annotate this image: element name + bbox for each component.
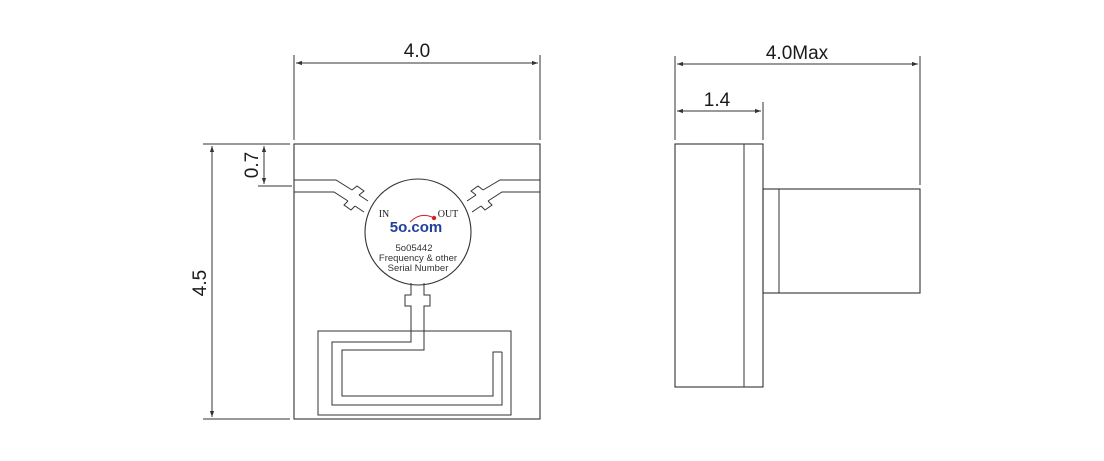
logo-dot	[431, 215, 437, 221]
out-trace	[466, 179, 540, 213]
in-trace	[294, 179, 369, 213]
bottom-trace	[317, 283, 512, 416]
logo-swoosh	[409, 214, 433, 223]
component-body-outline	[293, 143, 541, 420]
offset-dimension: 0.7	[242, 146, 292, 187]
side-cap	[762, 188, 921, 294]
port-in-label: IN	[379, 209, 390, 220]
part-number: 5o05442	[396, 243, 433, 254]
height-dimension: 4.5	[190, 143, 290, 420]
note-line-2: Serial Number	[388, 263, 449, 274]
cavity-rectangle	[317, 330, 512, 416]
circulator-disc	[364, 178, 472, 286]
offset-label: 0.7	[242, 152, 263, 178]
overall-dimension: 4.0Max	[674, 43, 921, 185]
note-line-1: Frequency & other	[379, 253, 457, 264]
body-label: 1.4	[704, 90, 731, 111]
width-label: 4.0	[404, 41, 430, 62]
height-label: 4.5	[190, 270, 211, 296]
width-dimension: 4.0	[293, 41, 541, 140]
side-view: 4.0Max 1.4	[674, 43, 921, 388]
port-out-label: OUT	[438, 209, 459, 220]
side-body	[674, 143, 764, 388]
front-view: 4.0 4.5 0.7	[190, 41, 541, 420]
body-dimension: 1.4	[677, 90, 764, 140]
overall-label: 4.0Max	[766, 43, 829, 64]
brand-logo: 5o.com	[390, 219, 443, 236]
